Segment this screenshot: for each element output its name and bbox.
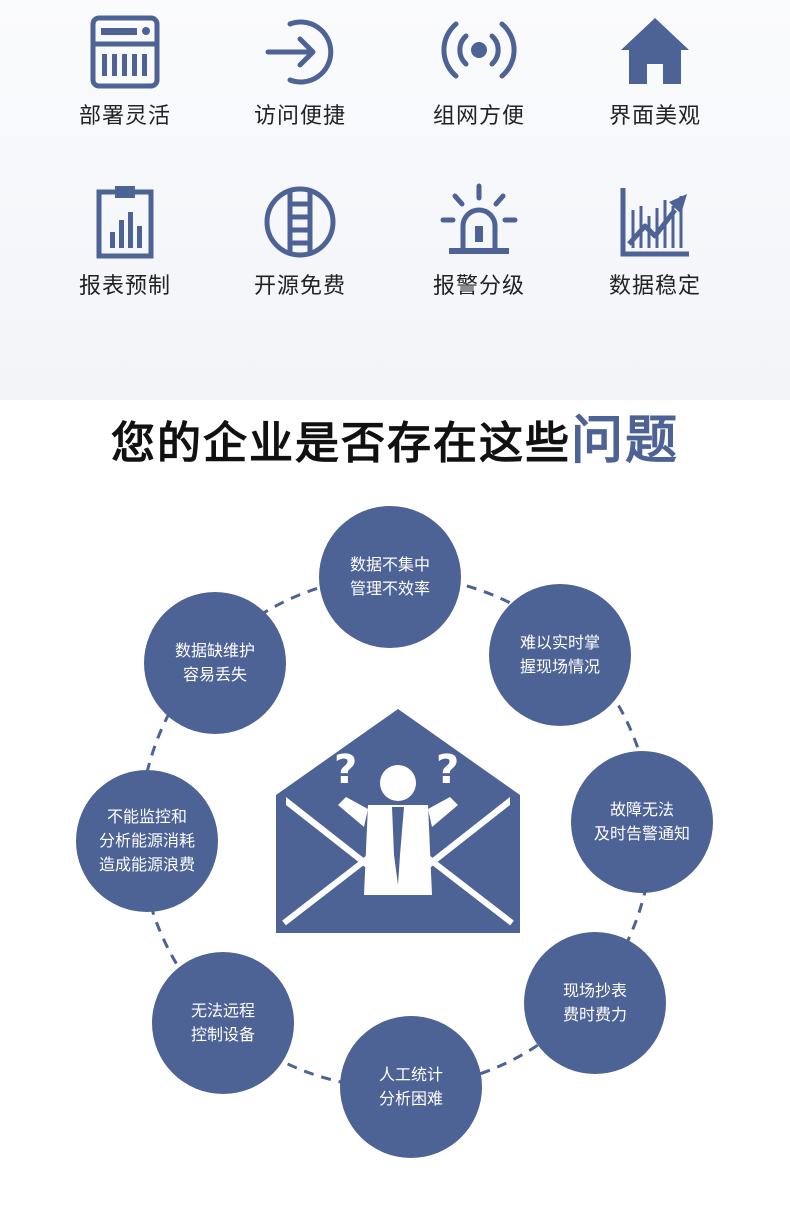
envelope-person-icon: ? ? (276, 709, 520, 933)
bubble-line: 造成能源浪费 (98, 855, 195, 874)
feature-label: 界面美观 (608, 104, 701, 129)
feature-label: 数据稳定 (608, 274, 701, 299)
feature-ui: 界面美观 (567, 12, 743, 130)
feature-access: 访问便捷 (212, 12, 388, 130)
bubble-line: 人工统计 (378, 1065, 443, 1084)
bubble-line: 握现场情况 (519, 657, 600, 676)
problem-bubble: 数据不集中管理不效率 (319, 506, 461, 648)
bubble-line: 数据缺维护 (174, 641, 255, 660)
bubble-line: 难以实时掌 (519, 633, 600, 652)
alarm-light-icon (440, 183, 518, 254)
title-highlight: 问题 (570, 411, 679, 471)
bubble-line: 及时告警通知 (593, 824, 690, 843)
growth-chart-icon (620, 188, 689, 257)
feature-opensource: 开源免费 (212, 182, 388, 300)
features-section (0, 0, 790, 400)
feature-deploy: 部署灵活 (37, 12, 213, 130)
feature-stable: 数据稳定 (567, 182, 743, 300)
problem-bubble: 无法远程控制设备 (152, 952, 294, 1094)
feature-reports: 报表预制 (37, 182, 213, 300)
feature-alarm: 报警分级 (391, 182, 567, 300)
problem-bubble: 数据缺维护容易丢失 (144, 592, 286, 734)
ladder-circle-icon (264, 186, 336, 258)
title-main: 您的企业是否存在这些 (110, 418, 571, 469)
feature-label: 报表预制 (78, 274, 171, 299)
page-title: 您的企业是否存在这些问题 (0, 398, 790, 473)
problem-bubble: 难以实时掌握现场情况 (489, 584, 631, 726)
bubble-line: 无法远程 (190, 1001, 255, 1020)
problem-bubble: 人工统计分析困难 (340, 1016, 482, 1158)
bubble-line: 现场抄表 (562, 981, 627, 1000)
bubble-line: 不能监控和 (106, 807, 187, 826)
problem-bubble: 现场抄表费时费力 (524, 932, 666, 1074)
feature-label: 报警分级 (432, 274, 525, 299)
bubble-line: 控制设备 (190, 1025, 255, 1044)
bubble-line: 数据不集中 (349, 555, 430, 574)
feature-label: 组网方便 (432, 104, 525, 129)
server-icon (90, 15, 160, 89)
bubble-line: 故障无法 (609, 800, 674, 819)
login-arrow-icon (265, 19, 334, 85)
bubble-line: 分析困难 (378, 1089, 443, 1108)
bubble-line: 分析能源消耗 (98, 831, 195, 850)
svg-text:?: ? (436, 747, 459, 793)
problem-bubble: 故障无法及时告警通知 (571, 751, 713, 893)
clipboard-chart-icon (96, 186, 154, 259)
problem-bubble: 不能监控和分析能源消耗造成能源浪费 (76, 770, 218, 912)
bubble-line: 费时费力 (562, 1005, 627, 1024)
svg-text:?: ? (334, 747, 357, 793)
feature-network: 组网方便 (391, 12, 567, 130)
home-icon (621, 18, 689, 84)
feature-label: 开源免费 (253, 274, 346, 299)
bubble-line: 管理不效率 (349, 579, 430, 598)
bubble-line: 容易丢失 (182, 665, 247, 684)
feature-label: 访问便捷 (253, 104, 346, 129)
feature-label: 部署灵活 (78, 104, 171, 129)
broadcast-icon (441, 21, 517, 79)
